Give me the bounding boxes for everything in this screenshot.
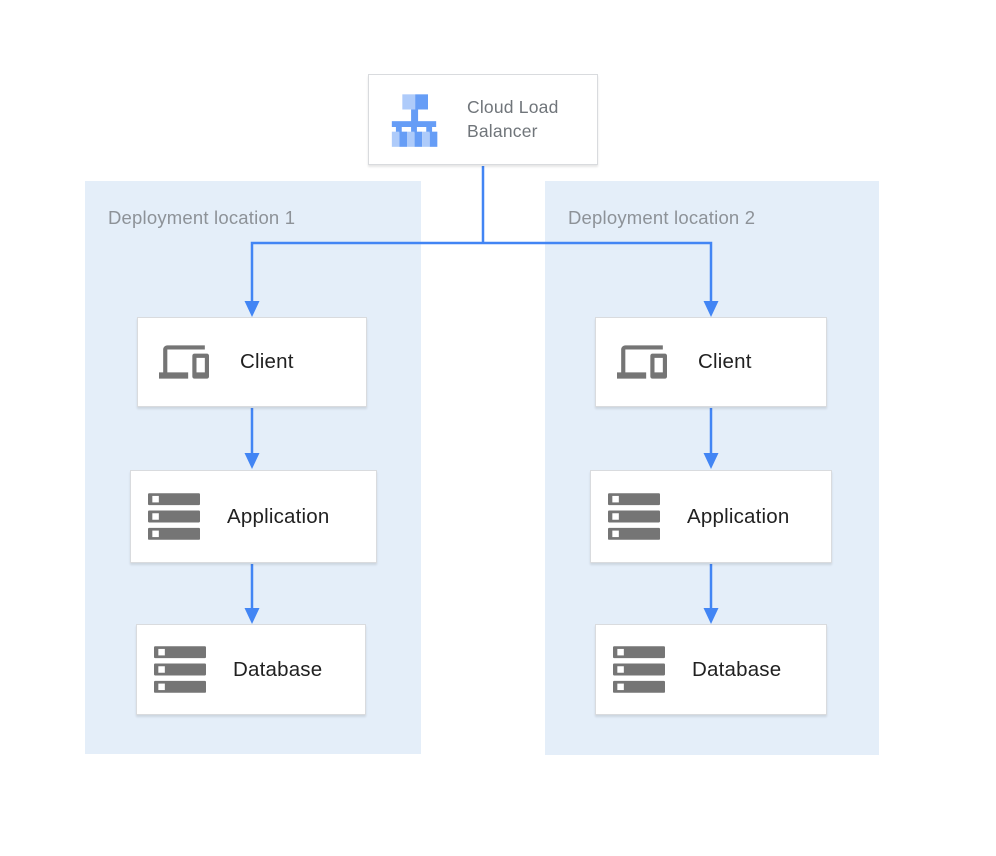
node-label: Application — [227, 504, 330, 528]
devices-icon — [155, 337, 213, 387]
node-application-loc2: Application — [590, 470, 832, 563]
deployment-location-1-label: Deployment location 1 — [108, 207, 296, 228]
deployment-location-2-label: Deployment location 2 — [568, 207, 756, 228]
node-cloud-load-balancer: Cloud Load Balancer — [368, 74, 598, 165]
node-database-loc2: Database — [595, 624, 827, 715]
cloud-load-balancer-icon — [386, 92, 442, 148]
node-database-loc1: Database — [136, 624, 366, 715]
node-label: Application — [687, 504, 790, 528]
node-label: Cloud Load Balancer — [467, 96, 559, 141]
node-client-loc2: Client — [595, 317, 827, 407]
server-stack-icon — [613, 646, 665, 693]
node-client-loc1: Client — [137, 317, 367, 407]
node-application-loc1: Application — [130, 470, 377, 563]
server-stack-icon — [608, 493, 660, 540]
node-label: Database — [233, 657, 323, 681]
devices-icon — [613, 337, 671, 387]
node-label: Client — [240, 350, 294, 373]
server-stack-icon — [154, 646, 206, 693]
server-stack-icon — [148, 493, 200, 540]
node-label: Database — [692, 657, 782, 681]
node-label: Client — [698, 350, 752, 373]
